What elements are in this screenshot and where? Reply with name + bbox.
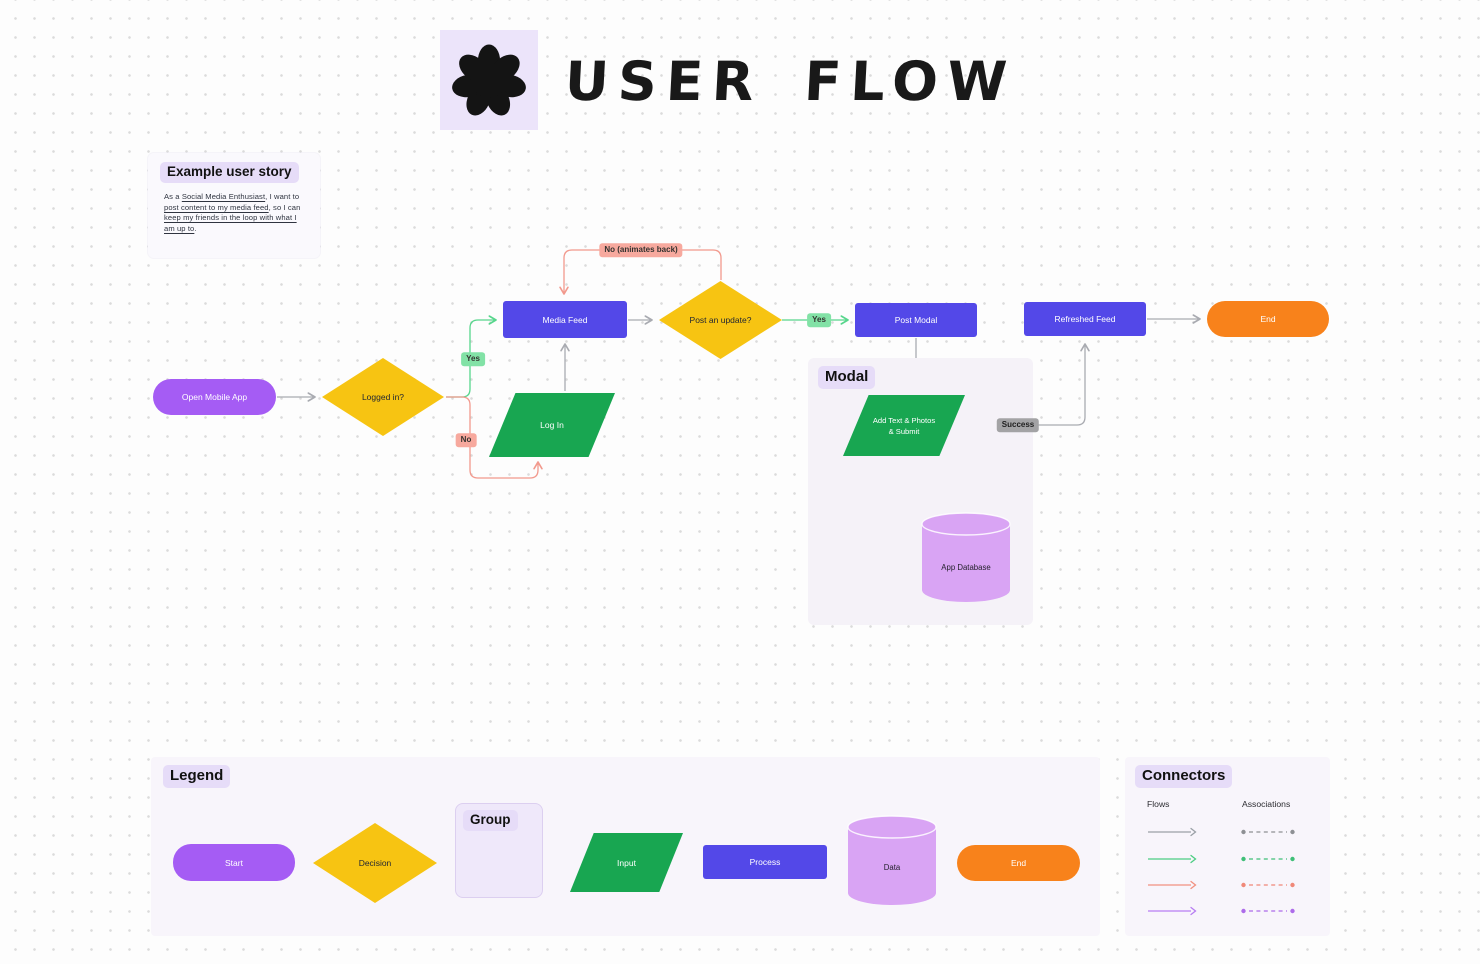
node-label: Refreshed Feed (1054, 314, 1116, 324)
node-open-mobile-app[interactable]: Open Mobile App (153, 379, 276, 415)
edge-label-yes[interactable]: Yes (807, 313, 831, 327)
node-label: Logged in? (361, 392, 405, 402)
node-refreshed-feed[interactable]: Refreshed Feed (1024, 302, 1146, 336)
legend-label: Decision (358, 858, 392, 868)
edge-label-no[interactable]: No (455, 433, 477, 447)
node-media-feed[interactable]: Media Feed (503, 301, 627, 338)
cylinder-shape (847, 815, 937, 905)
cylinder-shape (921, 512, 1011, 602)
story-seg-underlined: post content to my media feed (164, 202, 269, 212)
edge-label-yes[interactable]: Yes (461, 352, 485, 366)
legend-chip: Legend (163, 765, 231, 788)
legend-process[interactable]: Process (703, 845, 827, 879)
legend-data[interactable]: Data (845, 814, 939, 907)
association-sample-purple[interactable] (1240, 903, 1296, 921)
node-label: Open Mobile App (181, 392, 248, 402)
flower-icon (452, 44, 526, 116)
group-chip: Group (463, 810, 518, 831)
story-seg-underlined: Social Media Enthusiast (181, 192, 266, 201)
associations-column-header: Associations (1242, 799, 1291, 809)
legend-label: End (1010, 858, 1027, 868)
page-title[interactable]: USER FLOW (563, 49, 1018, 113)
legend-label: Input (617, 857, 636, 868)
modal-group-label[interactable]: Modal (818, 366, 876, 389)
flow-sample-red[interactable] (1147, 877, 1199, 895)
story-seg: As a (164, 192, 182, 201)
association-sample-red[interactable] (1240, 877, 1296, 895)
story-seg: . (194, 223, 197, 233)
edge-label-no-animates-back[interactable]: No (animates back) (599, 243, 683, 257)
story-seg: , I want to (265, 192, 300, 201)
legend-start[interactable]: Start (173, 844, 295, 881)
node-post-modal[interactable]: Post Modal (855, 303, 977, 337)
legend-heading[interactable]: Legend (163, 765, 231, 788)
legend-group-label[interactable]: Group (463, 810, 518, 831)
node-app-database[interactable]: App Database (919, 511, 1013, 604)
node-label: Post Modal (894, 315, 938, 325)
flow-sample-gray[interactable] (1147, 824, 1199, 842)
flow-sample-purple[interactable] (1147, 903, 1199, 921)
flow-sample-green[interactable] (1147, 851, 1199, 869)
node-label: End (1260, 314, 1276, 324)
legend-label: Process (749, 857, 781, 867)
user-story-heading-chip: Example user story (160, 162, 299, 183)
node-label: Post an update? (689, 315, 752, 325)
edge-addtext-success-refreshed[interactable] (951, 343, 1090, 426)
title-icon-box[interactable] (440, 30, 538, 130)
connectors-chip: Connectors (1135, 765, 1233, 788)
association-sample-gray[interactable] (1240, 824, 1296, 842)
node-label: Add Text & Photos (872, 415, 936, 425)
node-label: Log In (540, 420, 564, 430)
association-sample-green[interactable] (1240, 851, 1296, 869)
legend-end[interactable]: End (957, 845, 1080, 881)
node-label: Media Feed (542, 314, 588, 325)
story-seg: , so I can (268, 202, 301, 212)
legend-label: Start (225, 857, 243, 868)
modal-chip: Modal (818, 366, 876, 389)
edge-label-success[interactable]: Success (996, 418, 1040, 432)
story-seg-underlined: keep my friends in the loop with what I … (164, 213, 297, 233)
user-story-text[interactable]: As a Social Media Enthusiast, I want to … (164, 192, 302, 234)
user-story-heading[interactable]: Example user story (160, 162, 299, 183)
edge-loggedin-no-login[interactable] (446, 396, 543, 479)
connectors-heading[interactable]: Connectors (1135, 765, 1233, 788)
node-end[interactable]: End (1207, 301, 1329, 337)
node-label: & Submit (888, 426, 920, 436)
flows-column-header: Flows (1147, 799, 1170, 809)
